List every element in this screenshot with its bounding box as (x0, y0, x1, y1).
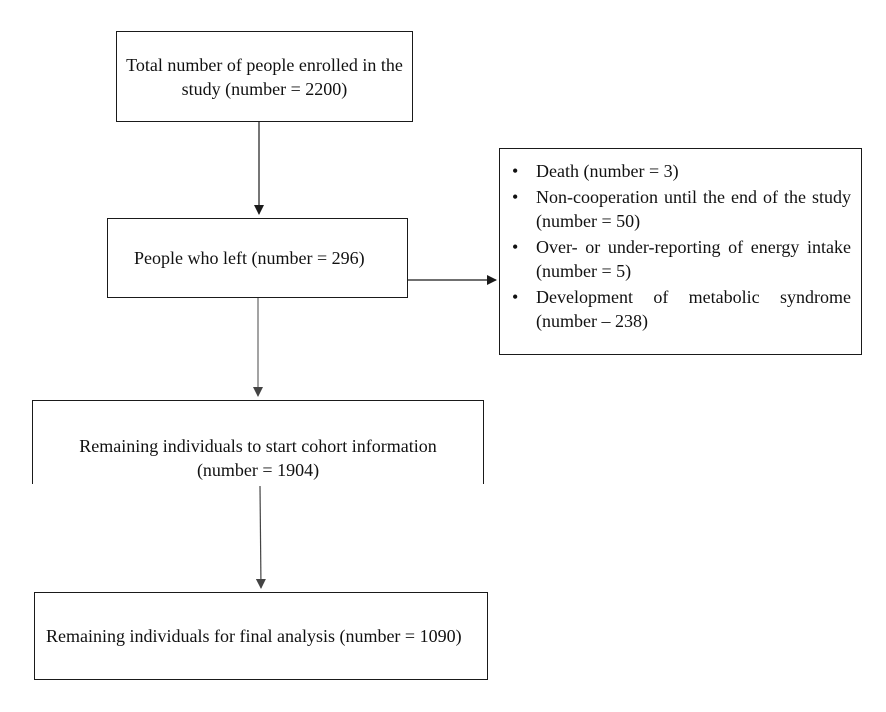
bullet-icon: • (512, 237, 519, 257)
people-left-text: People who left (number = 296) (134, 248, 365, 268)
bullet-icon: • (512, 161, 519, 181)
remaining-cohort-line2: (number = 1904) (196, 460, 320, 480)
enrolled-text: Total number of people enrolled in the s… (126, 54, 403, 99)
reason-text: Over- or under-reporting of energy intak… (536, 237, 851, 281)
arrow-remaining-to-final (255, 485, 266, 589)
reason-text: Death (number = 3) (536, 161, 679, 181)
enrolled-box: Total number of people enrolled in the s… (116, 31, 413, 122)
reason-item-death: • Death (number = 3) (500, 159, 851, 183)
final-analysis-text: Remaining individuals for final analysis… (46, 626, 462, 646)
exclusion-reasons-list: • Death (number = 3) • Non-cooperation u… (500, 159, 851, 333)
remaining-cohort-line1: Remaining individuals to start cohort in… (79, 436, 437, 456)
bullet-icon: • (512, 187, 519, 207)
remaining-cohort-box: Remaining individuals to start cohort in… (32, 400, 484, 484)
exclusion-reasons-box: • Death (number = 3) • Non-cooperation u… (499, 148, 862, 355)
reason-item-non-cooperation: • Non-cooperation until the end of the s… (500, 185, 851, 233)
reason-item-metabolic-syndrome: • Development of metabolic syndrome (num… (500, 285, 851, 333)
final-analysis-box: Remaining individuals for final analysis… (34, 592, 488, 680)
reason-text: Development of metabolic syndrome (numbe… (536, 287, 851, 331)
reason-text: Non-cooperation until the end of the stu… (536, 187, 851, 231)
bullet-icon: • (512, 287, 519, 307)
reason-item-energy-reporting: • Over- or under-reporting of energy int… (500, 235, 851, 283)
people-left-box: People who left (number = 296) (107, 218, 408, 298)
